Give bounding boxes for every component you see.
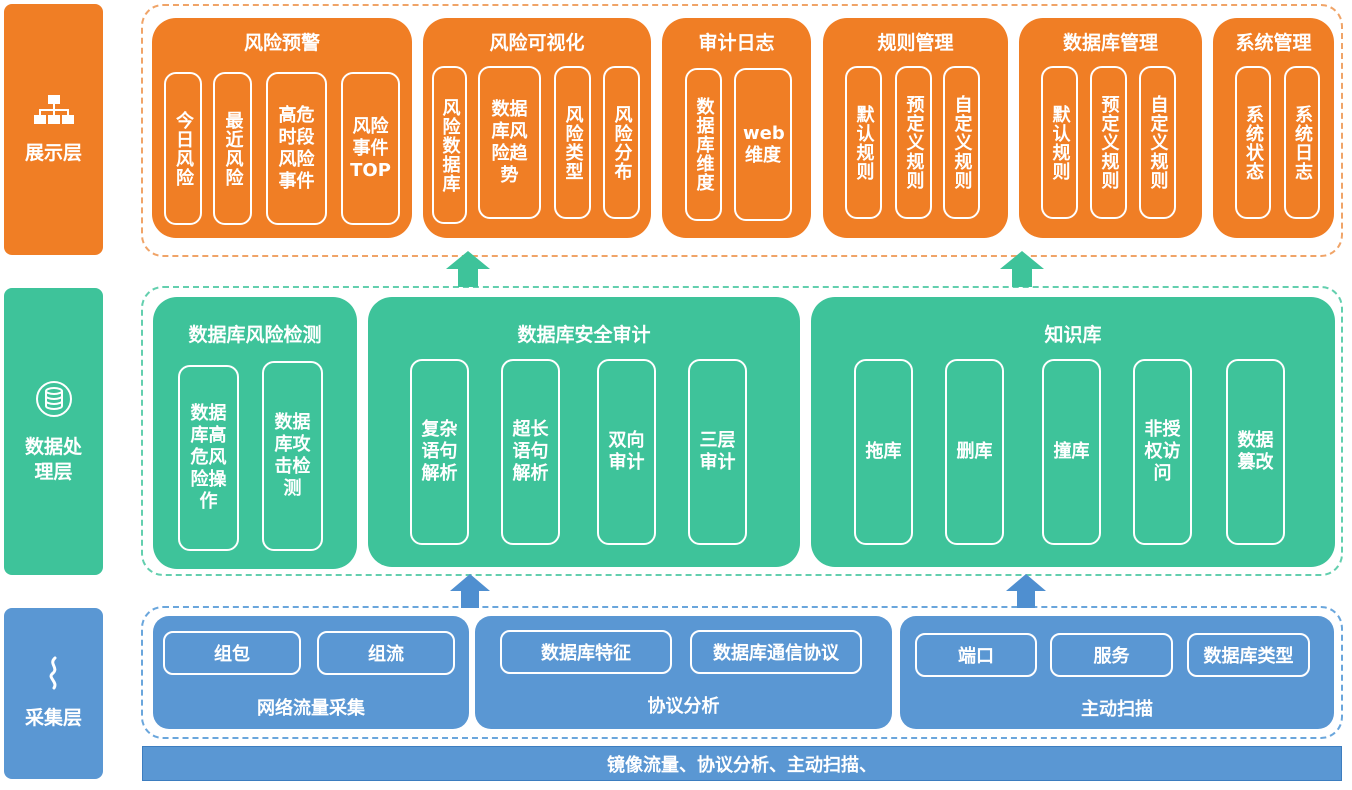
protocol-module: 数据库特征 数据库通信协议 协议分析 bbox=[475, 616, 892, 729]
protocol-title: 协议分析 bbox=[647, 696, 720, 717]
traffic-chip-flow[interactable]: 组流 bbox=[317, 631, 455, 675]
processing-layer-label: 数据处理层 bbox=[4, 288, 103, 575]
up-arrow-icon bbox=[1000, 251, 1044, 287]
footer-bar: 镜像流量、协议分析、主动扫描、 bbox=[142, 746, 1342, 781]
up-arrow-icon bbox=[450, 574, 490, 608]
rule-mgmt-item-predefined[interactable]: 预定义规则 bbox=[895, 66, 932, 219]
risk-detect-title: 数据库风险检测 bbox=[188, 324, 322, 346]
db-mgmt-item-default[interactable]: 默认规则 bbox=[1041, 66, 1078, 219]
scan-title: 主动扫描 bbox=[1081, 699, 1153, 720]
knowledge-item-draglib[interactable]: 拖库 bbox=[854, 359, 913, 545]
scan-chip-port[interactable]: 端口 bbox=[915, 633, 1037, 677]
sitemap-icon bbox=[33, 95, 74, 124]
knowledge-item-deletelib[interactable]: 删库 bbox=[945, 359, 1004, 545]
collection-layer-text: 采集层 bbox=[24, 707, 82, 729]
processing-container bbox=[141, 286, 1343, 576]
scan-chip-service[interactable]: 服务 bbox=[1050, 633, 1173, 677]
database-icon bbox=[35, 380, 72, 417]
db-mgmt-title: 数据库管理 bbox=[1062, 32, 1158, 54]
security-audit-module: 数据库安全审计 复杂语句解析 超长语句解析 双向审计 三层审计 bbox=[368, 297, 800, 567]
risk-alert-title: 风险预警 bbox=[243, 32, 320, 54]
db-mgmt-item-custom[interactable]: 自定义规则 bbox=[1139, 66, 1176, 219]
scan-chip-dbtype[interactable]: 数据库类型 bbox=[1187, 633, 1310, 677]
risk-alert-module: 风险预警 今日风险 最近风险 高危时段风险事件 风险事件TOP bbox=[152, 18, 412, 238]
audit-log-item-db[interactable]: 数据库维度 bbox=[685, 68, 722, 221]
security-audit-item-long[interactable]: 超长语句解析 bbox=[501, 359, 560, 545]
traffic-chip-packet[interactable]: 组包 bbox=[163, 631, 301, 675]
risk-visual-item-type[interactable]: 风险类型 bbox=[554, 66, 591, 219]
sys-mgmt-module: 系统管理 系统状态 系统日志 bbox=[1213, 18, 1334, 238]
traffic-title: 网络流量采集 bbox=[257, 698, 365, 719]
risk-visual-title: 风险可视化 bbox=[489, 32, 585, 54]
audit-log-module: 审计日志 数据库维度 web维度 bbox=[662, 18, 811, 238]
sys-mgmt-item-log[interactable]: 系统日志 bbox=[1284, 66, 1320, 219]
scan-module: 端口 服务 数据库类型 主动扫描 bbox=[900, 616, 1334, 729]
knowledge-module: 知识库 拖库 删库 撞库 非授权访问 数据篡改 bbox=[811, 297, 1335, 567]
security-audit-item-bidirectional[interactable]: 双向审计 bbox=[597, 359, 656, 545]
knowledge-item-tamper[interactable]: 数据篡改 bbox=[1226, 359, 1285, 545]
knowledge-item-stufflib[interactable]: 撞库 bbox=[1042, 359, 1101, 545]
audit-log-title: 审计日志 bbox=[698, 32, 775, 54]
risk-visual-item-dist[interactable]: 风险分布 bbox=[603, 66, 640, 219]
protocol-chip-feature[interactable]: 数据库特征 bbox=[500, 630, 672, 674]
display-layer-label: 展示层 bbox=[4, 4, 103, 255]
risk-visual-module: 风险可视化 风险数据库 数据库风险趋势 风险类型 风险分布 bbox=[423, 18, 651, 238]
risk-visual-item-trend[interactable]: 数据库风险趋势 bbox=[478, 66, 541, 219]
db-mgmt-item-predefined[interactable]: 预定义规则 bbox=[1090, 66, 1127, 219]
footer-text: 镜像流量、协议分析、主动扫描、 bbox=[607, 754, 877, 776]
risk-alert-item-peak[interactable]: 高危时段风险事件 bbox=[266, 72, 327, 225]
risk-alert-item-today[interactable]: 今日风险 bbox=[164, 72, 202, 225]
squiggle-icon bbox=[49, 656, 56, 690]
audit-log-item-web[interactable]: web维度 bbox=[734, 68, 792, 221]
security-audit-item-complex[interactable]: 复杂语句解析 bbox=[410, 359, 469, 545]
traffic-module: 组包 组流 网络流量采集 bbox=[153, 616, 469, 729]
sys-mgmt-title: 系统管理 bbox=[1235, 32, 1312, 54]
security-audit-title: 数据库安全审计 bbox=[517, 324, 651, 346]
rule-mgmt-title: 规则管理 bbox=[877, 32, 954, 54]
rule-mgmt-item-default[interactable]: 默认规则 bbox=[845, 66, 882, 219]
sys-mgmt-item-status[interactable]: 系统状态 bbox=[1235, 66, 1271, 219]
security-audit-item-threetier[interactable]: 三层审计 bbox=[688, 359, 747, 545]
risk-detect-item-attack[interactable]: 数据库攻击检测 bbox=[262, 361, 323, 551]
knowledge-title: 知识库 bbox=[1044, 324, 1102, 346]
protocol-chip-comm[interactable]: 数据库通信协议 bbox=[690, 630, 862, 674]
rule-mgmt-module: 规则管理 默认规则 预定义规则 自定义规则 bbox=[823, 18, 1008, 238]
db-mgmt-module: 数据库管理 默认规则 预定义规则 自定义规则 bbox=[1019, 18, 1202, 238]
risk-detect-module: 数据库风险检测 数据库高危风险操作 数据库攻击检测 bbox=[153, 297, 357, 569]
display-layer-text: 展示层 bbox=[24, 142, 82, 164]
risk-alert-item-recent[interactable]: 最近风险 bbox=[213, 72, 252, 225]
risk-alert-item-top[interactable]: 风险事件TOP bbox=[341, 72, 400, 225]
display-container bbox=[141, 4, 1343, 257]
up-arrow-icon bbox=[446, 251, 490, 287]
collection-container bbox=[141, 606, 1343, 739]
processing-layer-text: 数据处理层 bbox=[24, 435, 82, 483]
risk-visual-item-db[interactable]: 风险数据库 bbox=[432, 66, 467, 224]
risk-detect-item-highrisk[interactable]: 数据库高危风险操作 bbox=[178, 365, 239, 551]
rule-mgmt-item-custom[interactable]: 自定义规则 bbox=[943, 66, 980, 219]
up-arrow-icon bbox=[1006, 574, 1046, 608]
knowledge-item-unauth[interactable]: 非授权访问 bbox=[1133, 359, 1192, 545]
collection-layer-label: 采集层 bbox=[4, 608, 103, 779]
